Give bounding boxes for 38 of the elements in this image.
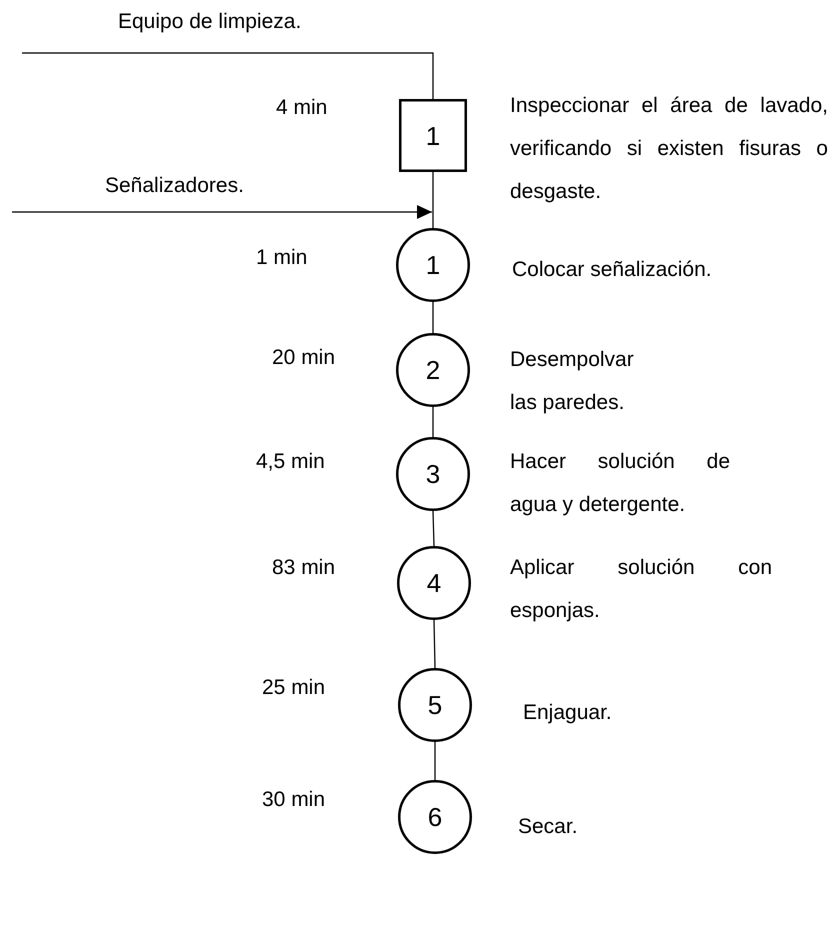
step-description: Inspeccionar el área de lavado, verificando si existen fisuras o desgaste. [510,93,828,205]
duration-label: 4,5 min [256,449,325,475]
step-description: Desempolvar las paredes. [510,347,635,416]
step-description: Aplicar solución con esponjas. [510,555,772,624]
arrow [12,205,432,219]
edge-label: Equipo de limpieza. [118,9,302,35]
step-description: Hacer solución de agua y detergente. [510,449,730,518]
operation-circle [398,780,472,854]
duration-label: 83 min [272,555,336,581]
connector-line [432,510,435,546]
step-number: 1 [424,251,442,279]
step-description: Secar. [518,814,579,840]
connector-line [434,742,436,780]
operation-circle [398,668,472,742]
step-number: 1 [424,122,442,150]
connector-line [432,302,434,333]
duration-label: 30 min [262,787,326,813]
connector-line [432,407,434,437]
step-number: 2 [424,356,442,384]
duration-label: 20 min [272,345,336,371]
connector-line [433,620,436,668]
connector-line [432,172,434,228]
step-number: 3 [424,460,442,488]
step-description: Enjaguar. [523,700,613,726]
duration-label: 1 min [256,245,308,271]
duration-label: 4 min [276,95,328,121]
operation-circle [396,228,470,302]
step-number: 4 [426,569,442,597]
operation-circle [396,333,470,407]
step-description: Colocar señalización. [512,257,713,283]
edge-label: Señalizadores. [105,173,244,199]
operation-circle [396,437,470,511]
step-number: 6 [426,803,444,831]
duration-label: 25 min [262,675,326,701]
step-number: 5 [426,691,444,719]
operation-circle [397,546,471,620]
inspection-square [399,99,467,172]
connector-line [22,52,434,99]
